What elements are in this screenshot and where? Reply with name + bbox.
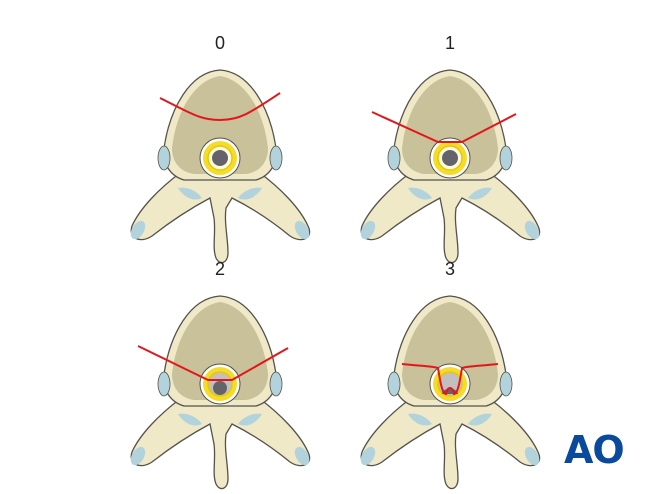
vertebra-illustration bbox=[357, 295, 543, 490]
panel-grade-0: 0 bbox=[120, 33, 320, 264]
panel-label: 3 bbox=[444, 259, 455, 279]
ao-logo: AO bbox=[564, 428, 625, 472]
cut-line bbox=[401, 363, 499, 396]
panel-label: 1 bbox=[444, 33, 455, 53]
panel-grade-2: 2 bbox=[120, 259, 320, 490]
cut-line bbox=[371, 111, 517, 143]
vertebra-illustration bbox=[357, 69, 543, 264]
panel-label: 0 bbox=[214, 33, 225, 53]
vertebra-illustration bbox=[127, 295, 313, 490]
vertebra-illustration bbox=[127, 69, 313, 264]
panel-grade-3: 3 bbox=[350, 259, 550, 490]
panel-grade-1: 1 bbox=[350, 33, 550, 264]
panel-label: 2 bbox=[214, 259, 225, 279]
cut-line bbox=[159, 92, 281, 122]
cut-line bbox=[137, 345, 289, 381]
